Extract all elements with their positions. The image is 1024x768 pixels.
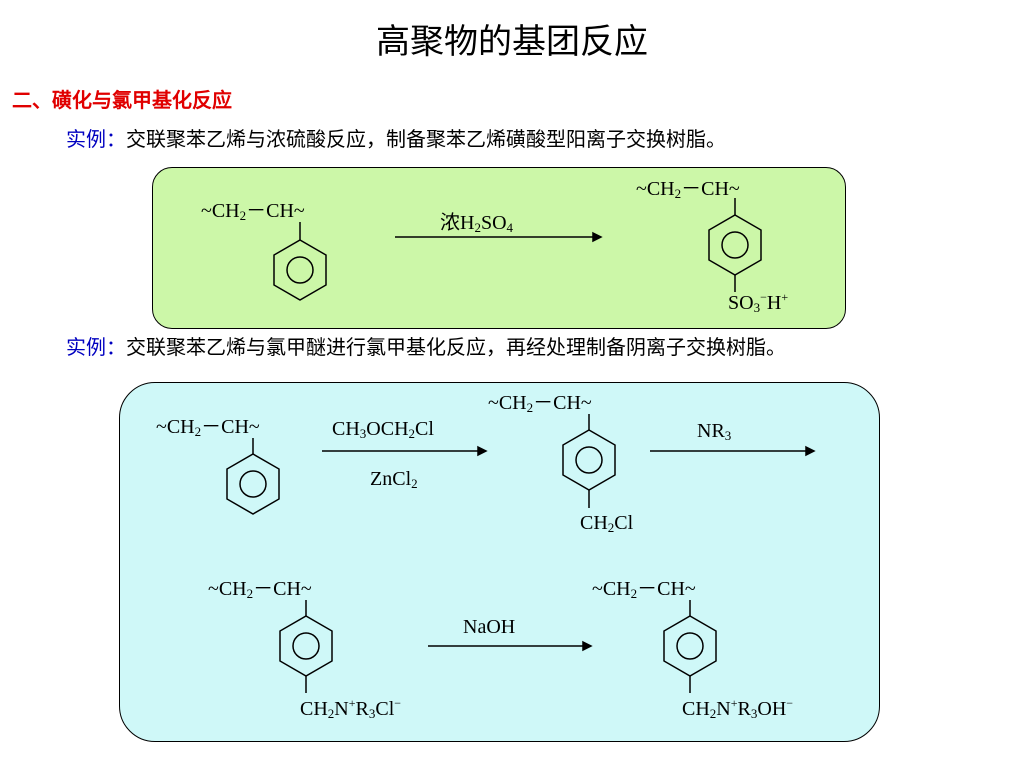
example-2-prefix: 实例： <box>66 335 126 359</box>
page-title: 高聚物的基团反应 <box>376 22 648 62</box>
r1-product-group: SO3−H+ <box>728 290 789 315</box>
r2-intermediate-chain: ~CH2－CH~ <box>488 392 592 415</box>
r2-quat-group: CH2N+R3Cl− <box>300 696 402 721</box>
example-2-text: 交联聚苯乙烯与氯甲醚进行氯甲基化反应，再经处理制备阴离子交换树脂。 <box>126 335 786 359</box>
r1-reactant-chain: ~CH2－CH~ <box>201 200 305 223</box>
example-1-prefix: 实例： <box>66 127 126 151</box>
benzene-ring-icon <box>708 198 762 292</box>
r1-reagent: 浓H2SO4 <box>440 212 514 235</box>
r1-product-chain: ~CH2－CH~ <box>636 178 740 201</box>
r2-reagent-nr3: NR3 <box>697 420 732 443</box>
r2-quat-chain: ~CH2－CH~ <box>208 578 312 601</box>
r2-intermediate-group: CH2Cl <box>580 512 634 535</box>
r2-reagent-top: CH3OCH2Cl <box>332 418 434 441</box>
r2-final-group: CH2N+R3OH− <box>682 696 794 721</box>
benzene-ring-icon <box>273 222 327 301</box>
benzene-ring-icon <box>279 600 333 693</box>
benzene-ring-icon <box>562 414 616 508</box>
benzene-ring-icon <box>226 438 280 515</box>
section-heading: 二、磺化与氯甲基化反应 <box>12 88 232 112</box>
benzene-ring-icon <box>663 600 717 693</box>
r2-reactant-chain: ~CH2－CH~ <box>156 416 260 439</box>
chloromethylation-reaction-panel <box>119 382 880 742</box>
example-2-paragraph: 实例：交联聚苯乙烯与氯甲醚进行氯甲基化反应，再经处理制备阴离子交换树脂。 <box>12 330 1012 364</box>
sulfonation-reaction-panel <box>152 167 846 329</box>
r2-reagent-naoh: NaOH <box>463 616 516 638</box>
example-1-paragraph: 实例：交联聚苯乙烯与浓硫酸反应，制备聚苯乙烯磺酸型阳离子交换树脂。 <box>12 122 1012 156</box>
r2-reagent-bottom: ZnCl2 <box>370 468 418 491</box>
example-1-text: 交联聚苯乙烯与浓硫酸反应，制备聚苯乙烯磺酸型阳离子交换树脂。 <box>126 127 726 151</box>
r2-final-chain: ~CH2－CH~ <box>592 578 696 601</box>
